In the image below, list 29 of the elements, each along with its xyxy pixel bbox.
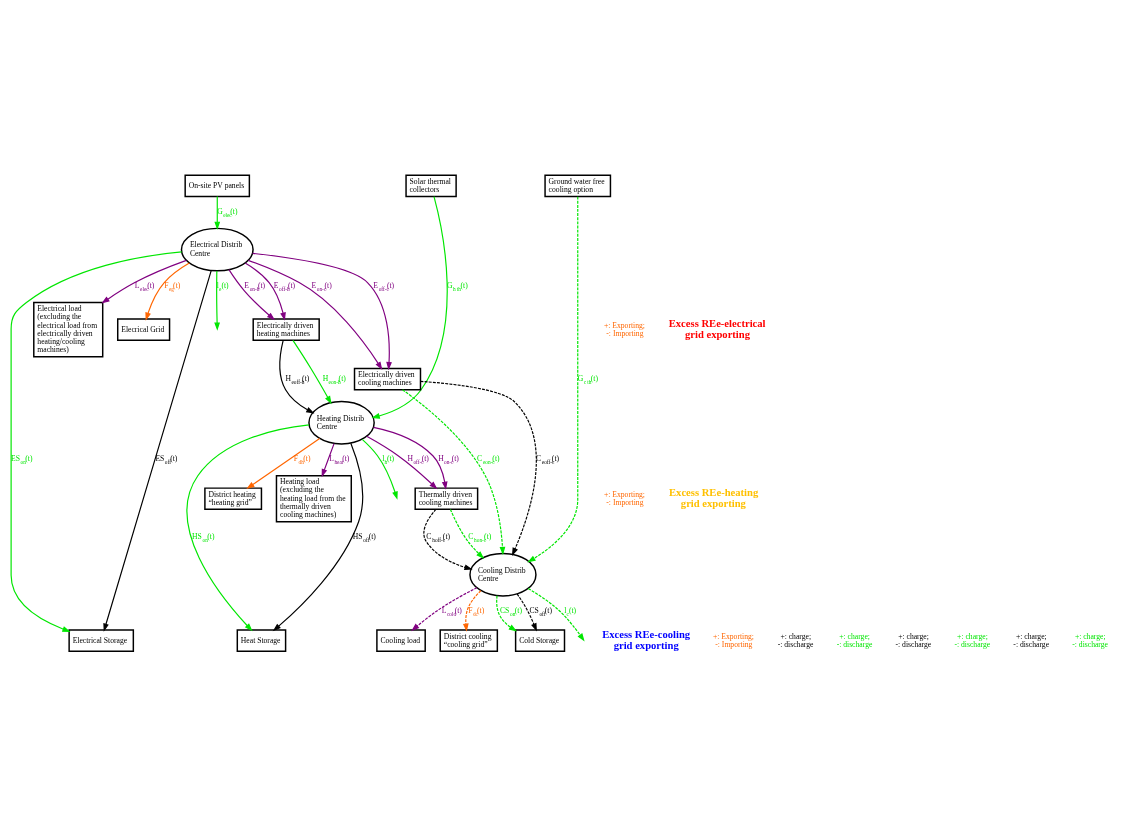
arrow (145, 262, 190, 321)
arrow (423, 508, 473, 571)
arrow (186, 424, 310, 632)
arrow (321, 443, 335, 478)
arrow (420, 380, 537, 556)
arrow (272, 442, 364, 632)
arrow (244, 262, 286, 321)
arrow (462, 590, 482, 632)
label: Excess REe-heating grid exporting (669, 487, 759, 509)
label: Excess REe-cooling grid exporting (602, 628, 691, 651)
arrow (279, 339, 315, 414)
arrow (10, 251, 183, 632)
arrow (372, 426, 448, 490)
arrow (246, 437, 321, 490)
arrow (103, 270, 212, 632)
arrow (449, 508, 485, 559)
arrow (371, 196, 448, 419)
arrow (411, 587, 478, 632)
arrow (527, 588, 585, 642)
arrow (516, 593, 537, 632)
arrow (228, 269, 276, 321)
arrow (101, 259, 187, 304)
arrow (527, 196, 579, 563)
arrow (214, 270, 220, 331)
arrow (366, 435, 438, 490)
label: Excess REe-electrical grid exporting (668, 317, 766, 340)
arrow (402, 389, 506, 556)
arrow (496, 595, 517, 632)
arrow (292, 339, 332, 405)
